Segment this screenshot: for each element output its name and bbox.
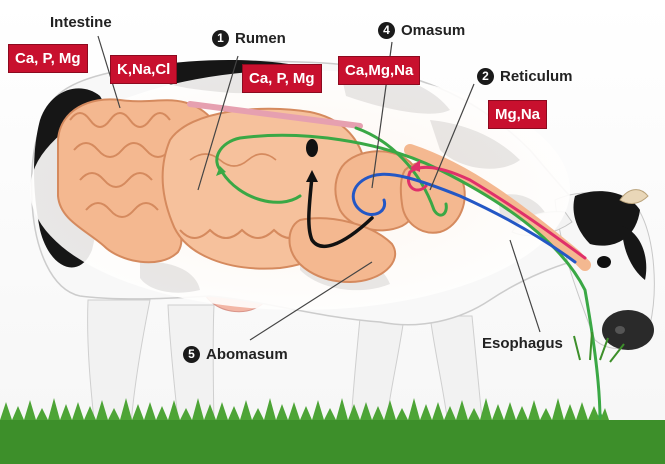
reticulum-number: 2	[477, 68, 494, 85]
omasum-text: Omasum	[401, 22, 465, 39]
intestine-label: Intestine	[50, 14, 112, 31]
intestine-minerals-tag-2: K,Na,Cl	[110, 55, 177, 84]
abomasum-label: 5 Abomasum	[183, 346, 288, 363]
rumen-text: Rumen	[235, 30, 286, 47]
rumen-label: 1 Rumen	[212, 30, 286, 47]
rumen-number: 1	[212, 30, 229, 47]
reticulum-minerals-tag: Mg,Na	[488, 100, 547, 129]
esophagus-label: Esophagus	[482, 335, 563, 352]
reticulum-label: 2 Reticulum	[477, 68, 573, 85]
omasum-number: 4	[378, 22, 395, 39]
omasum-minerals-tag: Ca,Mg,Na	[338, 56, 420, 85]
abomasum-number: 5	[183, 346, 200, 363]
abomasum-text: Abomasum	[206, 346, 288, 363]
intestine-minerals-tag-1: Ca, P, Mg	[8, 44, 88, 73]
rumen-minerals-tag: Ca, P, Mg	[242, 64, 322, 93]
reticulum-text: Reticulum	[500, 68, 573, 85]
omasum-label: 4 Omasum	[378, 22, 465, 39]
